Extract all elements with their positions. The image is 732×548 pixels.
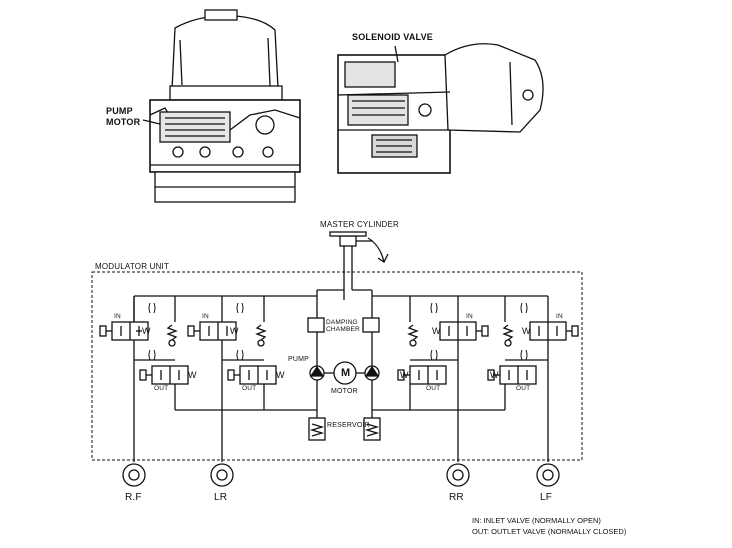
rf-inlet-valve	[99, 321, 178, 347]
lf-outlet-spring-label: W	[490, 370, 499, 380]
rr-inlet-spring-label: W	[432, 326, 441, 336]
legend-inlet: IN: INLET VALVE (NORMALLY OPEN)	[472, 516, 601, 525]
rr-outlet-spring-label: W	[400, 370, 409, 380]
lf-inlet-label: IN	[556, 313, 563, 320]
damping-chamber-label-line2: CHAMBER	[326, 326, 360, 333]
wheel-lr-symbol	[210, 463, 234, 487]
rf-outlet-label: OUT	[154, 385, 169, 392]
wheel-rr-label: RR	[449, 492, 464, 503]
lf-inlet-spring-label: W	[522, 326, 531, 336]
lf-outlet-label: OUT	[516, 385, 531, 392]
wheel-rr-symbol	[446, 463, 470, 487]
motor-symbol-label: M	[341, 367, 351, 379]
rf-inlet-label: IN	[114, 313, 121, 320]
rr-outlet-label: OUT	[426, 385, 441, 392]
rr-inlet-valve	[407, 321, 489, 347]
wheel-lr-label: LR	[214, 492, 228, 503]
lr-inlet-label: IN	[202, 313, 209, 320]
wheel-lf-symbol	[536, 463, 560, 487]
lr-inlet-spring-label: W	[230, 326, 239, 336]
lf-inlet-valve	[502, 321, 579, 347]
wheel-lf-label: LF	[540, 492, 553, 503]
reservoir-label: RESERVOIR	[327, 422, 370, 429]
lf-outlet-valve	[487, 365, 537, 400]
modulator-unit-label: MODULATOR UNIT	[95, 262, 170, 271]
rr-inlet-label: IN	[466, 313, 473, 320]
master-cylinder-label: MASTER CYLINDER	[320, 220, 400, 229]
rf-inlet-spring-label: W	[142, 326, 151, 336]
legend-outlet: OUT: OUTLET VALVE (NORMALLY CLOSED)	[472, 527, 627, 536]
lr-outlet-label: OUT	[242, 385, 257, 392]
rf-outlet-spring-label: W	[188, 370, 197, 380]
modulator-unit-boundary	[91, 271, 583, 461]
solenoid-valve-illustration	[337, 43, 544, 174]
motor-label: MOTOR	[331, 388, 358, 395]
lr-inlet-valve	[187, 321, 267, 347]
pump-motor-illustration	[142, 9, 301, 203]
damping-chamber-label-line1: DAMPING	[326, 319, 358, 326]
pump-label: PUMP	[288, 356, 310, 363]
rr-outlet-valve	[397, 365, 447, 400]
wheel-rf-symbol	[122, 463, 146, 487]
pump-motor-label-line2: MOTOR	[106, 117, 141, 127]
wheel-rf-label: R.F	[125, 492, 142, 503]
lr-outlet-valve	[227, 365, 277, 400]
lr-outlet-spring-label: W	[276, 370, 285, 380]
solenoid-valve-label: SOLENOID VALVE	[352, 32, 433, 42]
rf-outlet-valve	[139, 365, 189, 400]
pump-motor-label-line1: PUMP	[106, 106, 133, 116]
master-cylinder-symbol	[329, 231, 389, 290]
